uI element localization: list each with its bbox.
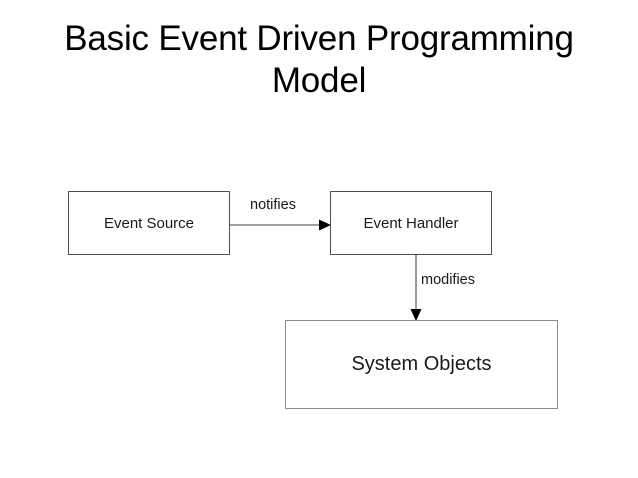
- node-system-objects-label: System Objects: [351, 353, 492, 375]
- node-system-objects[interactable]: System Objects: [285, 320, 558, 409]
- node-event-source[interactable]: Event Source: [68, 191, 230, 255]
- edge-label-modifies: modifies: [421, 272, 475, 288]
- node-event-source-label: Event Source: [103, 214, 195, 232]
- node-event-handler[interactable]: Event Handler: [330, 191, 492, 255]
- page-title: Basic Event Driven Programming Model: [64, 19, 574, 100]
- edge-label-notifies: notifies: [250, 197, 296, 213]
- node-event-handler-label: Event Handler: [363, 214, 459, 232]
